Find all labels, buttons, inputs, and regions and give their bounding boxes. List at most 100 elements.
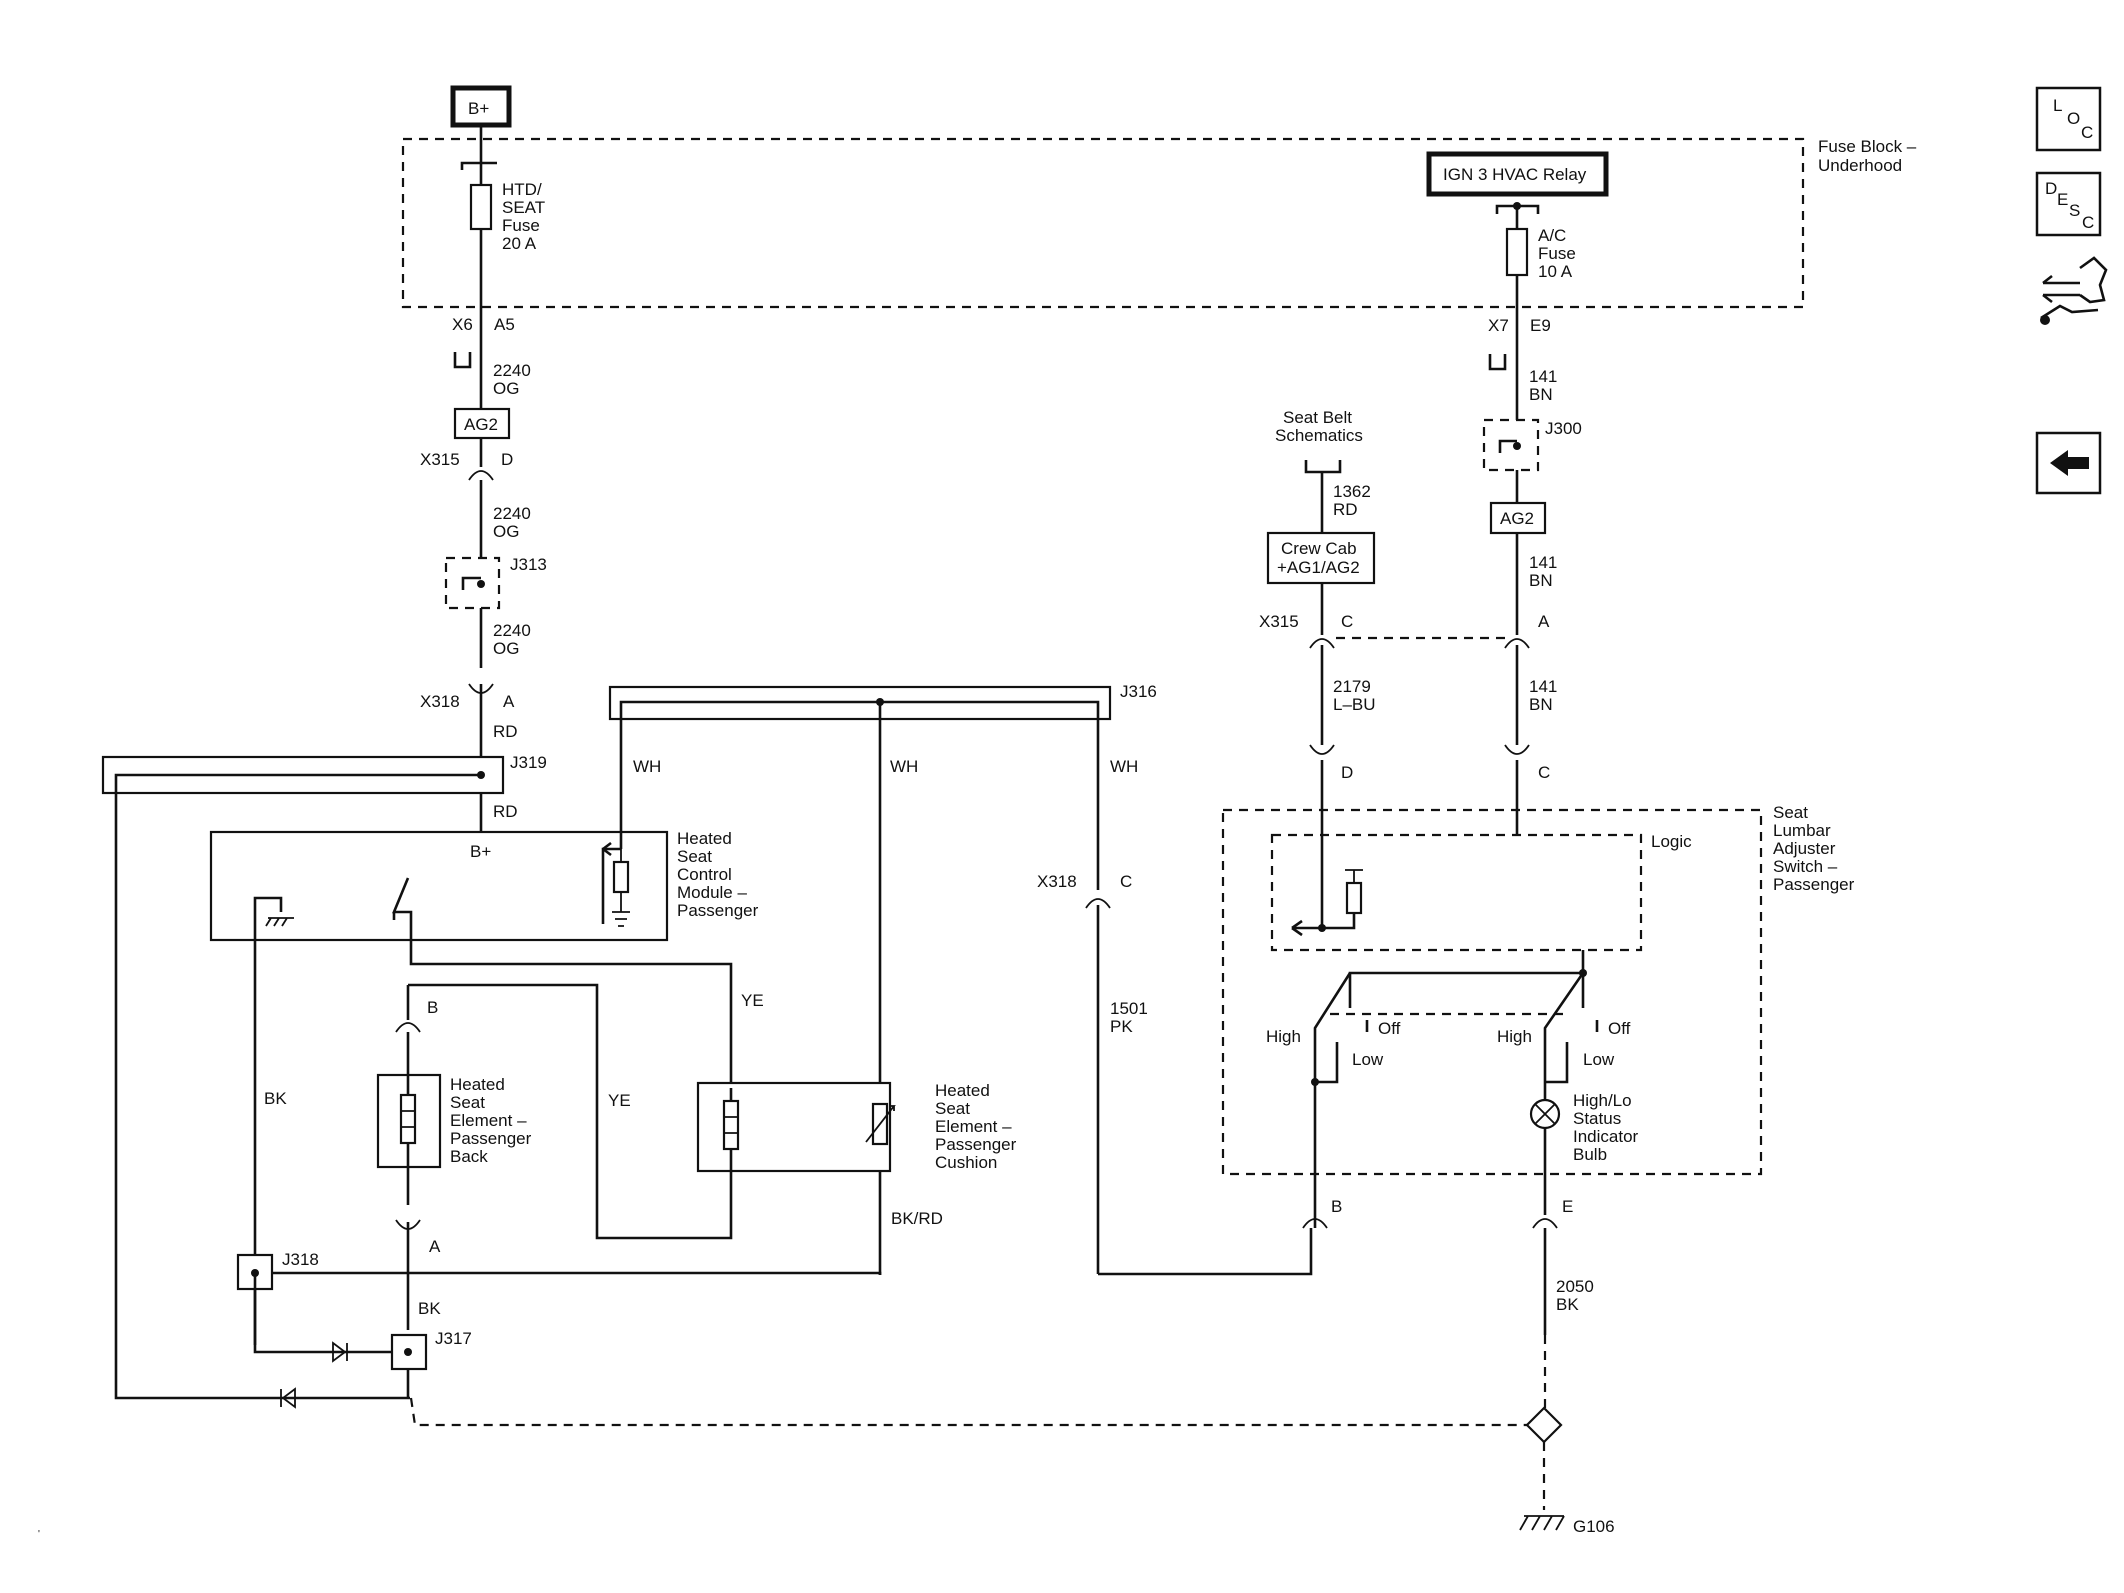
wh-3-label: WH	[1110, 757, 1138, 776]
w2240-2-col: OG	[493, 522, 519, 541]
j313-label: J313	[510, 555, 547, 574]
e9-label: E9	[1530, 316, 1551, 335]
cushion-element-2: Seat	[935, 1099, 970, 1118]
hscm-box	[209, 830, 669, 942]
back-element-5: Back	[450, 1147, 488, 1166]
w2179-col: L–BU	[1333, 695, 1376, 714]
cushion-element-5: Cushion	[935, 1153, 997, 1172]
battery-label: B+	[468, 99, 489, 118]
hscm-resistor	[612, 860, 630, 894]
x315-right-label: X315	[1259, 612, 1299, 631]
x318-left-pin: A	[503, 692, 515, 711]
back-element-2: Seat	[450, 1093, 485, 1112]
w2240-2-num: 2240	[493, 504, 531, 523]
j316-label: J316	[1120, 682, 1157, 701]
back-element-heater	[399, 1093, 417, 1145]
cushion-element-4: Passenger	[935, 1135, 1017, 1154]
hscm-bplus: B+	[470, 842, 491, 861]
x315-right-pin-c: C	[1341, 612, 1353, 631]
back-button[interactable]	[2035, 431, 2102, 495]
connector-tool-icon[interactable]	[2040, 256, 2108, 325]
x315-left-label: X315	[420, 450, 460, 469]
ag2-right	[1489, 501, 1547, 535]
pin-c: C	[1538, 763, 1550, 782]
x318-mid-label: X318	[1037, 872, 1077, 891]
pin-b-switch: B	[1331, 1197, 1342, 1216]
ac-fuse-1: A/C	[1538, 226, 1566, 245]
back-element-4: Passenger	[450, 1129, 532, 1148]
j318-label: J318	[282, 1250, 319, 1269]
x6-label: X6	[452, 315, 473, 334]
htd-seat-fuse	[469, 183, 493, 231]
w2179-num: 2179	[1333, 677, 1371, 696]
wh-2-label: WH	[890, 757, 918, 776]
relay-label: IGN 3 HVAC Relay	[1443, 165, 1587, 184]
desc-e: E	[2057, 190, 2068, 209]
corner-mark: '	[38, 1529, 40, 1540]
switch-label-4: Switch –	[1773, 857, 1838, 876]
ag2-left-label: AG2	[464, 415, 498, 434]
bkrd-label: BK/RD	[891, 1209, 943, 1228]
x7-label: X7	[1488, 316, 1509, 335]
crew-cab-box	[1266, 531, 1376, 585]
hscm-label-2: Seat	[677, 847, 712, 866]
htd-fuse-label-4: 20 A	[502, 234, 537, 253]
rd-2-label: RD	[493, 802, 518, 821]
back-element-3: Element –	[450, 1111, 527, 1130]
cushion-element-1: Heated	[935, 1081, 990, 1100]
w141-2-col: BN	[1529, 571, 1553, 590]
bulb-1: High/Lo	[1573, 1091, 1632, 1110]
hscm-label-1: Heated	[677, 829, 732, 848]
cushion-element-3: Element –	[935, 1117, 1012, 1136]
switch-border	[1221, 808, 1763, 1176]
x315-right-pin-a: A	[1538, 612, 1550, 631]
w141-2-num: 141	[1529, 553, 1557, 572]
seat-belt-1: Seat Belt	[1283, 408, 1352, 427]
x315-left-pin: D	[501, 450, 513, 469]
g106-label: G106	[1573, 1517, 1615, 1536]
pin-e-switch: E	[1562, 1197, 1573, 1216]
off-2: Off	[1608, 1019, 1631, 1038]
ag2-right-label: AG2	[1500, 509, 1534, 528]
loc-button[interactable]: L O C	[2035, 86, 2102, 152]
high-1: High	[1266, 1027, 1301, 1046]
pin-a-back: A	[429, 1237, 441, 1256]
j313-splice	[444, 556, 501, 610]
bulb-2: Status	[1573, 1109, 1621, 1128]
w1362-num: 1362	[1333, 482, 1371, 501]
low-1: Low	[1352, 1050, 1384, 1069]
w2050-col: BK	[1556, 1295, 1579, 1314]
off-1: Off	[1378, 1019, 1401, 1038]
desc-button[interactable]: D E S C	[2035, 171, 2102, 237]
hscm-label-3: Control	[677, 865, 732, 884]
ac-fuse-3: 10 A	[1538, 262, 1573, 281]
back-arrow-icon	[2050, 450, 2089, 476]
low-2: Low	[1583, 1050, 1615, 1069]
w1501-num: 1501	[1110, 999, 1148, 1018]
htd-fuse-label-2: SEAT	[502, 198, 545, 217]
bk-label: BK	[264, 1089, 287, 1108]
switch-label-1: Seat	[1773, 803, 1808, 822]
htd-fuse-label-3: Fuse	[502, 216, 540, 235]
loc-o: O	[2067, 109, 2080, 128]
hscm-label-4: Module –	[677, 883, 747, 902]
back-element-1: Heated	[450, 1075, 505, 1094]
switch-label-5: Passenger	[1773, 875, 1855, 894]
ground-splice-diamond	[1525, 1406, 1563, 1444]
seat-belt-2: Schematics	[1275, 426, 1363, 445]
w1501-col: PK	[1110, 1017, 1133, 1036]
x318-left-label: X318	[420, 692, 460, 711]
desc-d: D	[2045, 179, 2057, 198]
w141-3-num: 141	[1529, 677, 1557, 696]
w2050-num: 2050	[1556, 1277, 1594, 1296]
desc-s: S	[2069, 201, 2080, 220]
w141-1-col: BN	[1529, 385, 1553, 404]
logic-label: Logic	[1651, 832, 1692, 851]
j317-label: J317	[435, 1329, 472, 1348]
ye-1-label: YE	[741, 991, 764, 1010]
fuse-block-label: Fuse Block –	[1818, 137, 1917, 156]
w2240-1-col: OG	[493, 379, 519, 398]
w2240-3-col: OG	[493, 639, 519, 658]
desc-c: C	[2082, 213, 2094, 232]
x318-mid-pin: C	[1120, 872, 1132, 891]
